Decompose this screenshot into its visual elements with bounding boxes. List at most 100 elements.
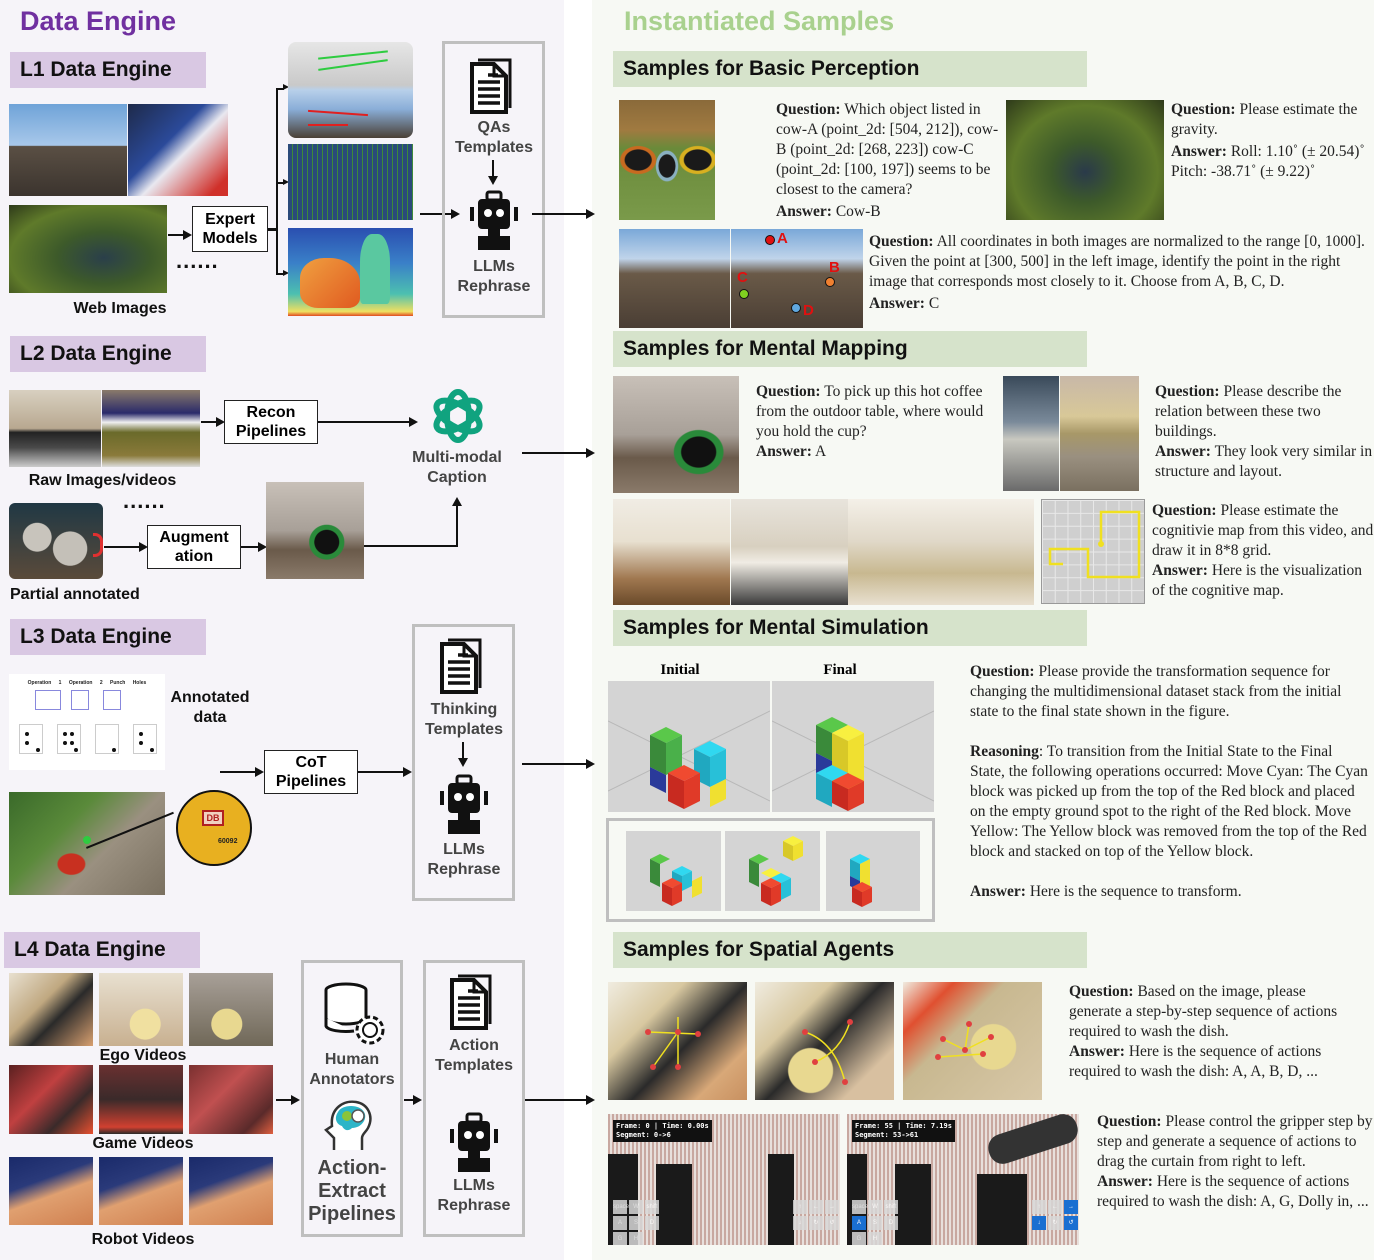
l1-header: L1 Data Engine xyxy=(10,52,206,88)
action-extract-container xyxy=(301,960,403,1237)
key-up[interactable]: ↑ xyxy=(1032,1200,1046,1214)
key-left[interactable]: ← xyxy=(809,1200,823,1214)
sequence-step-2 xyxy=(725,831,820,911)
key-rotate-ccw[interactable]: ↺ xyxy=(825,1216,839,1230)
key-up[interactable]: ↑ xyxy=(793,1200,807,1214)
expert-models-box: Expert Models xyxy=(192,206,268,252)
ego-action-frame-1 xyxy=(608,982,747,1100)
key-down[interactable]: ↓ xyxy=(793,1216,807,1230)
agents-qa-2: Question: Please control the gripper ste… xyxy=(1097,1113,1373,1210)
key-g[interactable]: G xyxy=(613,1232,627,1245)
key-shift[interactable]: shift xyxy=(645,1200,659,1214)
key-d[interactable]: D xyxy=(884,1216,898,1230)
spatial-agents-header: Samples for Spatial Agents xyxy=(613,932,1087,968)
gravity-field-image xyxy=(288,144,413,220)
l2-header: L2 Data Engine xyxy=(10,336,206,372)
mental-mapping-header: Samples for Mental Mapping xyxy=(613,331,1087,367)
key-s[interactable]: S xyxy=(629,1216,643,1230)
key-right-active[interactable]: → xyxy=(1064,1200,1078,1214)
basic-qa-2: Question: Please estimate the gravity. A… xyxy=(1171,101,1365,180)
cognitive-map-grid xyxy=(1041,499,1145,604)
key-g[interactable]: G xyxy=(852,1232,866,1245)
key-w[interactable]: W xyxy=(868,1200,882,1214)
sequence-step-3 xyxy=(826,831,920,911)
game-video-frame xyxy=(189,1065,273,1134)
matching-visualization-image xyxy=(288,42,413,138)
key-space[interactable]: space xyxy=(613,1200,629,1214)
qa-templates-container xyxy=(442,41,545,318)
game-video-frame xyxy=(99,1065,183,1134)
key-rotate-cw[interactable]: ↻ xyxy=(1048,1216,1062,1230)
key-down-active[interactable]: ↓ xyxy=(1032,1216,1046,1230)
robot-video-frame xyxy=(99,1157,183,1225)
key-shift[interactable]: shift xyxy=(884,1200,898,1214)
key-left[interactable]: ← xyxy=(1048,1200,1062,1214)
web-image-canyon xyxy=(9,205,167,293)
key-s[interactable]: S xyxy=(868,1216,882,1230)
expert-models-line2: Models xyxy=(202,230,258,247)
expert-models-line1: Expert xyxy=(205,211,255,228)
cathedral-right-image: A B C D xyxy=(731,229,863,328)
key-rotate-ccw-active[interactable]: ↺ xyxy=(1064,1216,1078,1230)
ego-action-frame-3 xyxy=(903,982,1042,1100)
puzzle-ops: Operation 1 Operation 2 Punch Holes xyxy=(27,680,147,686)
openai-logo-icon xyxy=(430,386,486,451)
key-right[interactable]: → xyxy=(825,1200,839,1214)
data-engine-title: Data Engine xyxy=(20,6,177,36)
robot-videos-label: Robot Videos xyxy=(91,1231,195,1248)
database-gear-icon xyxy=(324,982,388,1053)
key-a-active[interactable]: A xyxy=(852,1216,866,1230)
final-label: Final xyxy=(823,662,857,678)
key-h[interactable]: H xyxy=(868,1232,882,1245)
cathedral-left-image xyxy=(619,229,730,328)
more-dots: ...... xyxy=(176,248,219,273)
transformation-sequence-container xyxy=(606,818,935,922)
robot-video-frame xyxy=(9,1157,93,1225)
key-w[interactable]: W xyxy=(629,1200,643,1214)
mapping-qa-3: Question: Please estimate the cognitivie… xyxy=(1152,502,1374,599)
room-video-frame xyxy=(731,499,848,605)
key-rotate-cw[interactable]: ↻ xyxy=(809,1216,823,1230)
simulation-qa: Question: Please provide the transformat… xyxy=(970,663,1368,900)
instantiated-samples-title: Instantiated Samples xyxy=(624,6,895,36)
ego-action-frame-2 xyxy=(755,982,894,1100)
basic-qa-1: Question: Which object listed in cow-A (… xyxy=(776,101,999,220)
document-icon xyxy=(468,56,520,121)
action-templates-container xyxy=(423,960,525,1237)
document-icon xyxy=(448,972,500,1037)
ego-video-frame xyxy=(9,973,93,1046)
canyon-image xyxy=(1006,100,1164,220)
robot-icon xyxy=(438,774,490,841)
web-image-judo xyxy=(128,104,228,196)
ego-video-frame xyxy=(99,973,183,1046)
key-a[interactable]: A xyxy=(613,1216,627,1230)
room-video-frame xyxy=(848,499,1034,605)
key-h[interactable]: H xyxy=(629,1232,643,1245)
key-space[interactable]: space xyxy=(852,1200,868,1214)
arrow-head xyxy=(183,230,192,240)
raw-images-label: Raw Images/videos xyxy=(28,472,177,489)
initial-state-scene xyxy=(607,681,771,812)
coffee-cup-image xyxy=(613,376,739,493)
basic-perception-header: Samples for Basic Perception xyxy=(613,51,1087,87)
palace-image-1 xyxy=(1003,376,1059,491)
ego-videos-label: Ego Videos xyxy=(99,1047,187,1064)
web-images-label: Web Images xyxy=(73,300,167,317)
final-state-scene xyxy=(771,681,935,812)
augmented-coffee-image xyxy=(266,482,364,579)
key-d[interactable]: D xyxy=(645,1216,659,1230)
l3-header: L3 Data Engine xyxy=(10,619,206,655)
brain-head-icon xyxy=(322,1098,374,1157)
depth-map-image xyxy=(288,228,413,316)
partial-annotated-label: Partial annotated xyxy=(10,586,140,603)
